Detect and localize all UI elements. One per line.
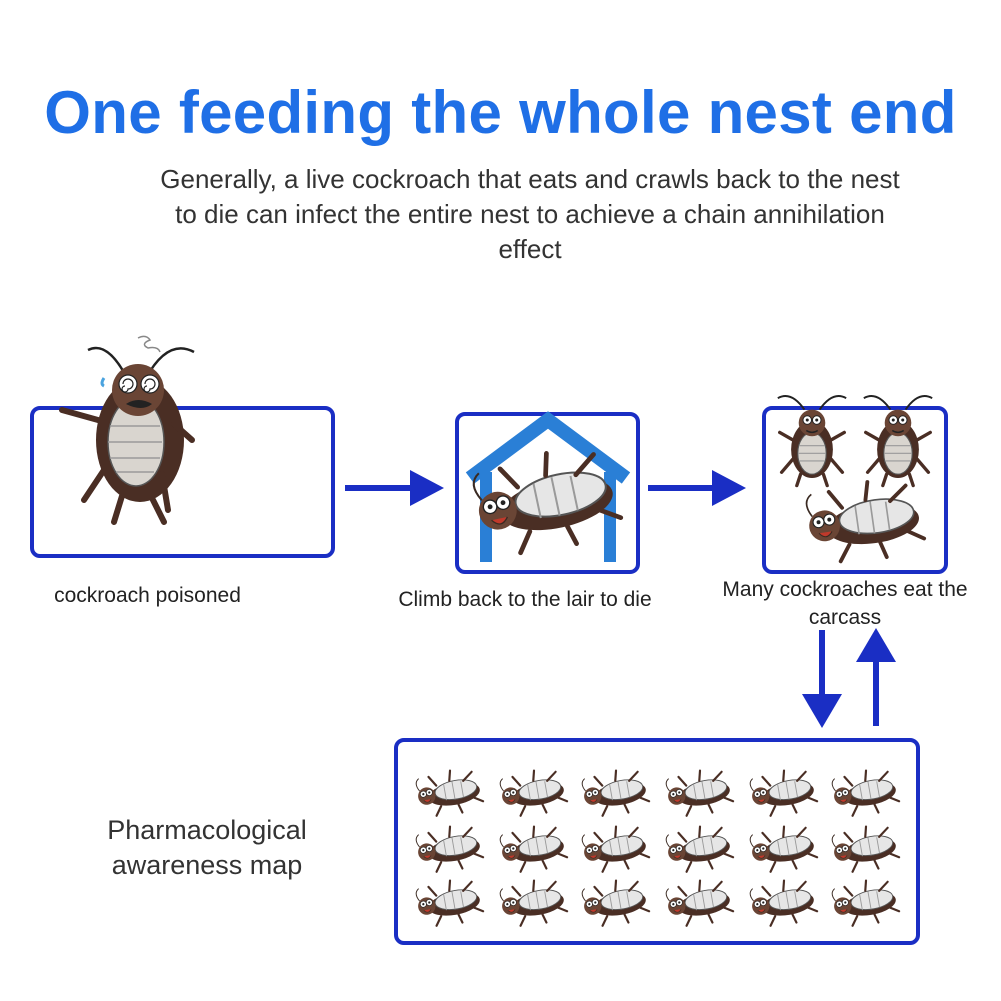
map-cockroach-icon <box>663 874 736 931</box>
map-cockroach-icon <box>413 820 486 877</box>
map-cockroach-icon <box>579 820 652 877</box>
map-cockroach-icon <box>413 764 486 821</box>
arrow-right-icon <box>345 470 444 506</box>
step-label-carcass: Many cockroaches eat the carcass <box>722 578 968 629</box>
carcass-cockroach-icon <box>802 473 928 570</box>
step-label-poisoned: cockroach poisoned <box>54 584 241 607</box>
feeding-cockroach-icon <box>776 394 848 488</box>
step-label-lair: Climb back to the lair to die <box>398 588 652 611</box>
map-cockroach-icon <box>413 874 486 931</box>
arrow-right-icon <box>648 470 746 506</box>
map-cockroach-icon <box>829 764 902 821</box>
map-label: Pharmacological awareness map <box>107 815 307 880</box>
step-box-carcass <box>762 406 948 574</box>
map-cockroach-icon <box>663 764 736 821</box>
map-cockroach-icon <box>747 764 820 821</box>
page-title: One feeding the whole nest end <box>44 79 957 146</box>
map-cockroach-icon <box>747 820 820 877</box>
map-cockroach-icon <box>663 820 736 877</box>
map-cockroach-icon <box>497 764 570 821</box>
map-cockroach-icon <box>829 820 902 877</box>
map-cockroach-icon <box>747 874 820 931</box>
feeding-cockroach-icon <box>862 394 934 488</box>
map-cockroach-icon <box>497 820 570 877</box>
arrow-up-icon <box>856 628 896 726</box>
dizzy-cockroach-icon <box>59 335 195 525</box>
awareness-map-grid <box>413 764 902 931</box>
map-cockroach-icon <box>579 874 652 931</box>
arrow-down-icon <box>802 630 842 728</box>
map-cockroach-icon <box>579 764 652 821</box>
map-cockroach-icon <box>497 874 570 931</box>
map-cockroach-icon <box>829 874 902 931</box>
subtitle: Generally, a live cockroach that eats an… <box>160 164 900 264</box>
